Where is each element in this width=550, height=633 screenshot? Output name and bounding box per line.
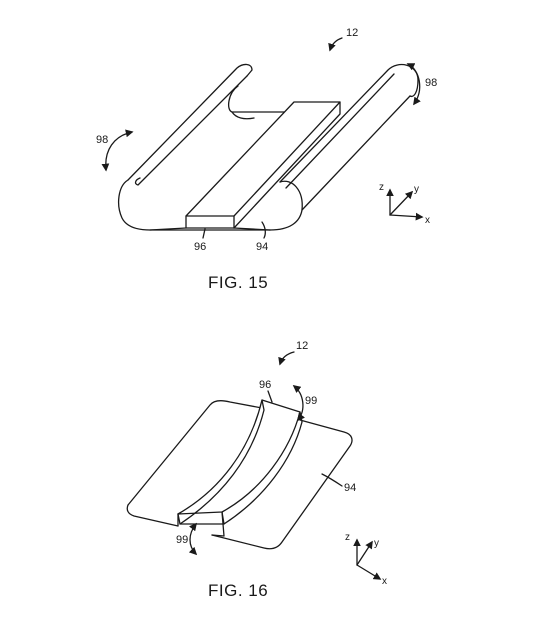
bend-top-arrow	[292, 385, 305, 422]
device-ref-arrow	[278, 351, 295, 366]
flex-leader	[202, 228, 206, 239]
axis-x-label: x	[382, 576, 387, 587]
device-ref-label: 12	[346, 27, 358, 39]
bend-bottom-ref-label: 99	[176, 534, 188, 546]
fig-15: 12 98 98 96 94 z y x FIG. 15	[96, 27, 437, 292]
substrate-ref-label: 94	[256, 241, 268, 253]
flex-ref-label: 96	[194, 241, 206, 253]
curl-left-ref-label: 98	[96, 134, 108, 146]
flex-ref-label: 96	[259, 379, 271, 391]
fig-16: 12 96 99 94 99 z y x FIG. 16	[126, 340, 387, 600]
curl-right-arrow	[406, 63, 421, 106]
flex-leader	[267, 390, 273, 403]
axis-z-label: z	[345, 532, 350, 543]
figure-caption: FIG. 16	[208, 581, 268, 600]
rolled-substrate-drawing	[117, 63, 419, 231]
axis-triad-15: z y x	[379, 182, 430, 226]
bent-substrate-drawing	[126, 399, 353, 550]
axis-triad-16: z y x	[345, 532, 387, 587]
device-ref-label: 12	[296, 340, 308, 352]
bend-top-ref-label: 99	[305, 395, 317, 407]
substrate-leader	[321, 473, 343, 487]
device-ref-arrow	[328, 37, 343, 52]
bend-bottom-arrow	[188, 522, 198, 556]
curl-left-arrow	[101, 129, 134, 172]
figure-caption: FIG. 15	[208, 273, 268, 292]
axis-x-label: x	[425, 215, 430, 226]
axis-y-label: y	[374, 538, 379, 549]
substrate-leader	[261, 221, 266, 239]
substrate-ref-label: 94	[344, 482, 356, 494]
axis-z-label: z	[379, 182, 384, 193]
curl-right-ref-label: 98	[425, 77, 437, 89]
axis-y-label: y	[414, 184, 419, 195]
